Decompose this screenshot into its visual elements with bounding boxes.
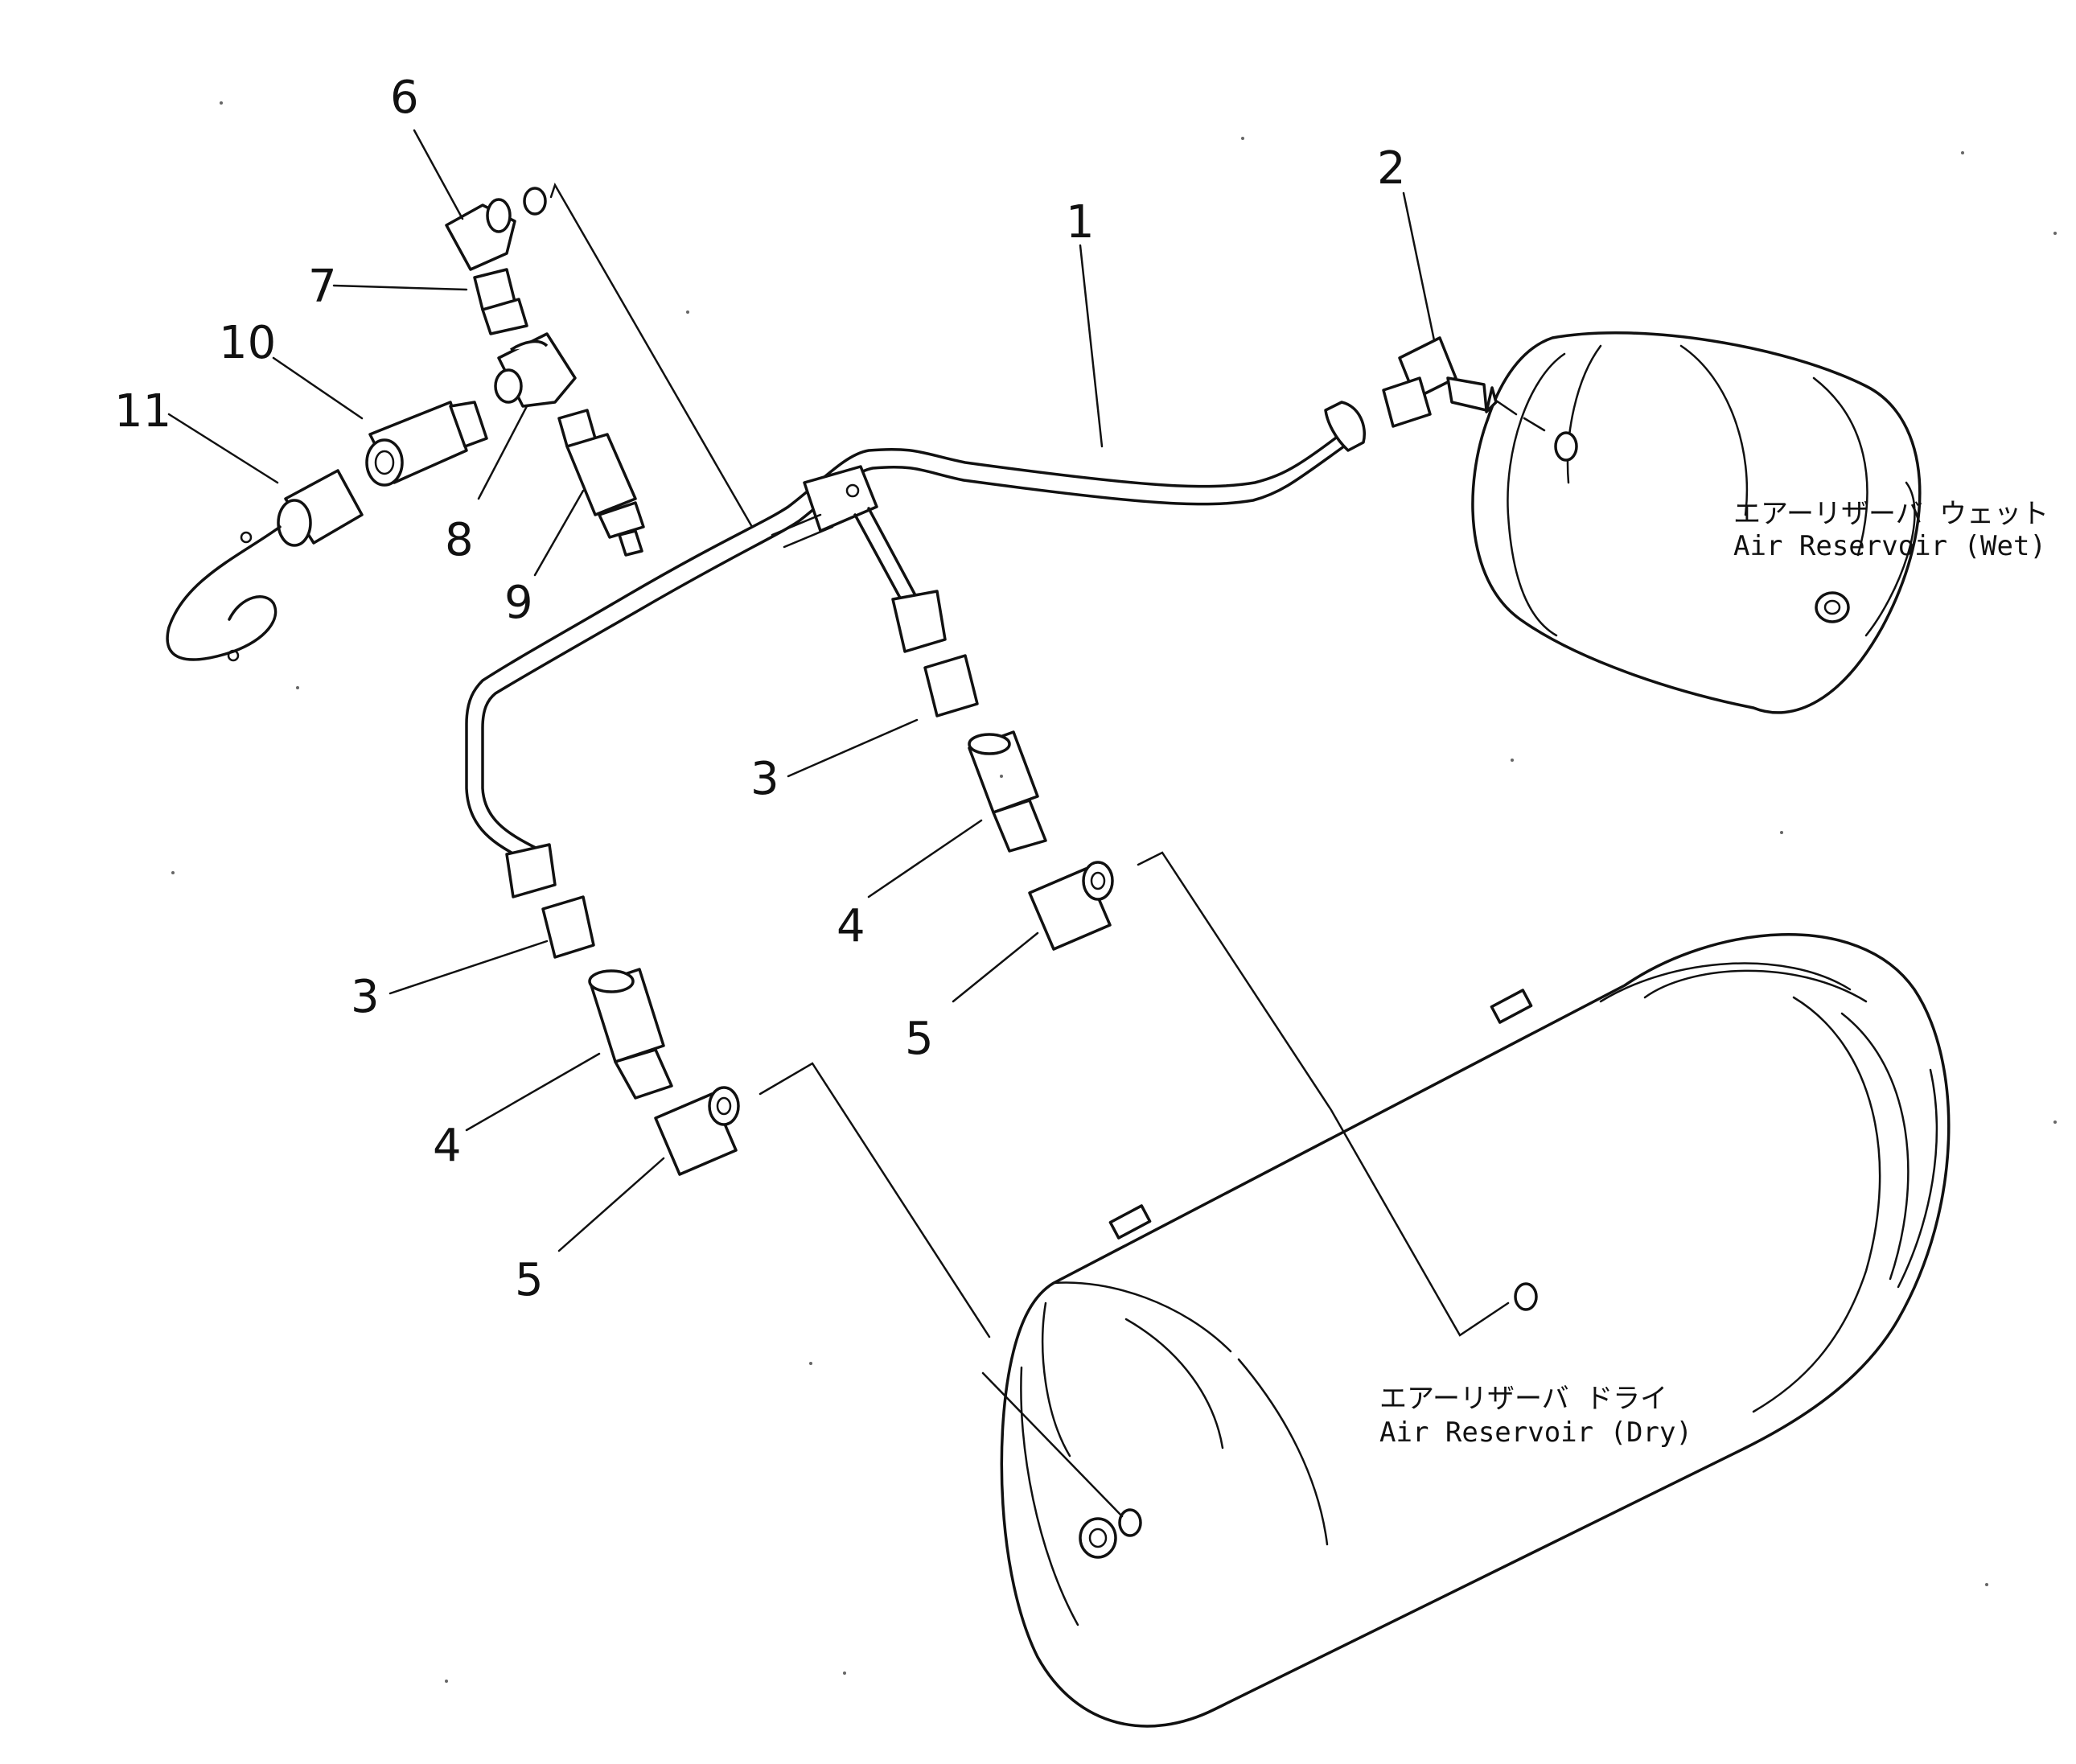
wet-drain-port-icon bbox=[1815, 591, 1850, 623]
pipe-nut-icon bbox=[1324, 401, 1366, 452]
callout-7: 7 bbox=[308, 261, 337, 313]
wet-reservoir-label-en: Air Reservoir (Wet) bbox=[1733, 530, 2046, 562]
fittings-right-column bbox=[923, 654, 1114, 951]
dry-air-reservoir bbox=[1000, 933, 1951, 1728]
wet-inlet-port-icon bbox=[1554, 431, 1578, 462]
adapter-3-left bbox=[541, 895, 595, 959]
elbow-fitting-2 bbox=[1382, 336, 1546, 432]
air-pipe bbox=[465, 401, 1366, 898]
callout-1: 1 bbox=[1066, 196, 1095, 249]
dry-port-b-icon bbox=[1514, 1282, 1538, 1311]
tee-fitting-8 bbox=[494, 332, 577, 408]
callout-3-left: 3 bbox=[351, 971, 380, 1023]
lower-nut-right-icon bbox=[891, 590, 947, 653]
fittings-left-column bbox=[541, 895, 740, 1176]
callout-2: 2 bbox=[1377, 142, 1406, 195]
wet-air-reservoir bbox=[1471, 331, 1922, 714]
callout-4-left: 4 bbox=[433, 1120, 462, 1172]
callout-5-right: 5 bbox=[905, 1013, 934, 1065]
reservoir-labels: エアーリザーバ ウェット Air Reservoir (Wet) エアーリザーバ… bbox=[1379, 498, 2049, 1449]
coupler-10 bbox=[365, 401, 488, 487]
dry-drain-port-icon bbox=[1079, 1517, 1117, 1559]
elbow-fitting-6 bbox=[445, 187, 547, 271]
callout-5-left: 5 bbox=[515, 1254, 544, 1306]
pipe-block-icon bbox=[803, 465, 878, 532]
valve-9 bbox=[557, 409, 645, 557]
callout-11: 11 bbox=[114, 385, 171, 438]
lower-nut-left-icon bbox=[505, 843, 557, 898]
scan-specks bbox=[171, 101, 2057, 1683]
callout-9: 9 bbox=[504, 577, 533, 629]
dry-reservoir-label-jp: エアーリザーバ ドライ bbox=[1379, 1383, 1667, 1415]
callout-numbers: 6 2 1 7 10 11 8 9 3 4 5 3 4 5 bbox=[114, 72, 1406, 1306]
connection-lines bbox=[549, 182, 1510, 1518]
adapter-7 bbox=[473, 268, 528, 335]
dry-reservoir-label-en: Air Reservoir (Dry) bbox=[1379, 1417, 1692, 1449]
callout-8: 8 bbox=[445, 514, 474, 566]
callout-leaders bbox=[167, 129, 1436, 1252]
dust-cap-11 bbox=[166, 469, 364, 662]
callout-3-right: 3 bbox=[750, 753, 779, 805]
adapter-3-right bbox=[923, 654, 979, 718]
wet-reservoir-label-jp: エアーリザーバ ウェット bbox=[1733, 498, 2049, 530]
dry-port-a-icon bbox=[1118, 1508, 1142, 1537]
callout-6: 6 bbox=[390, 72, 419, 124]
callout-4-right: 4 bbox=[837, 900, 865, 952]
callout-10: 10 bbox=[219, 317, 276, 369]
